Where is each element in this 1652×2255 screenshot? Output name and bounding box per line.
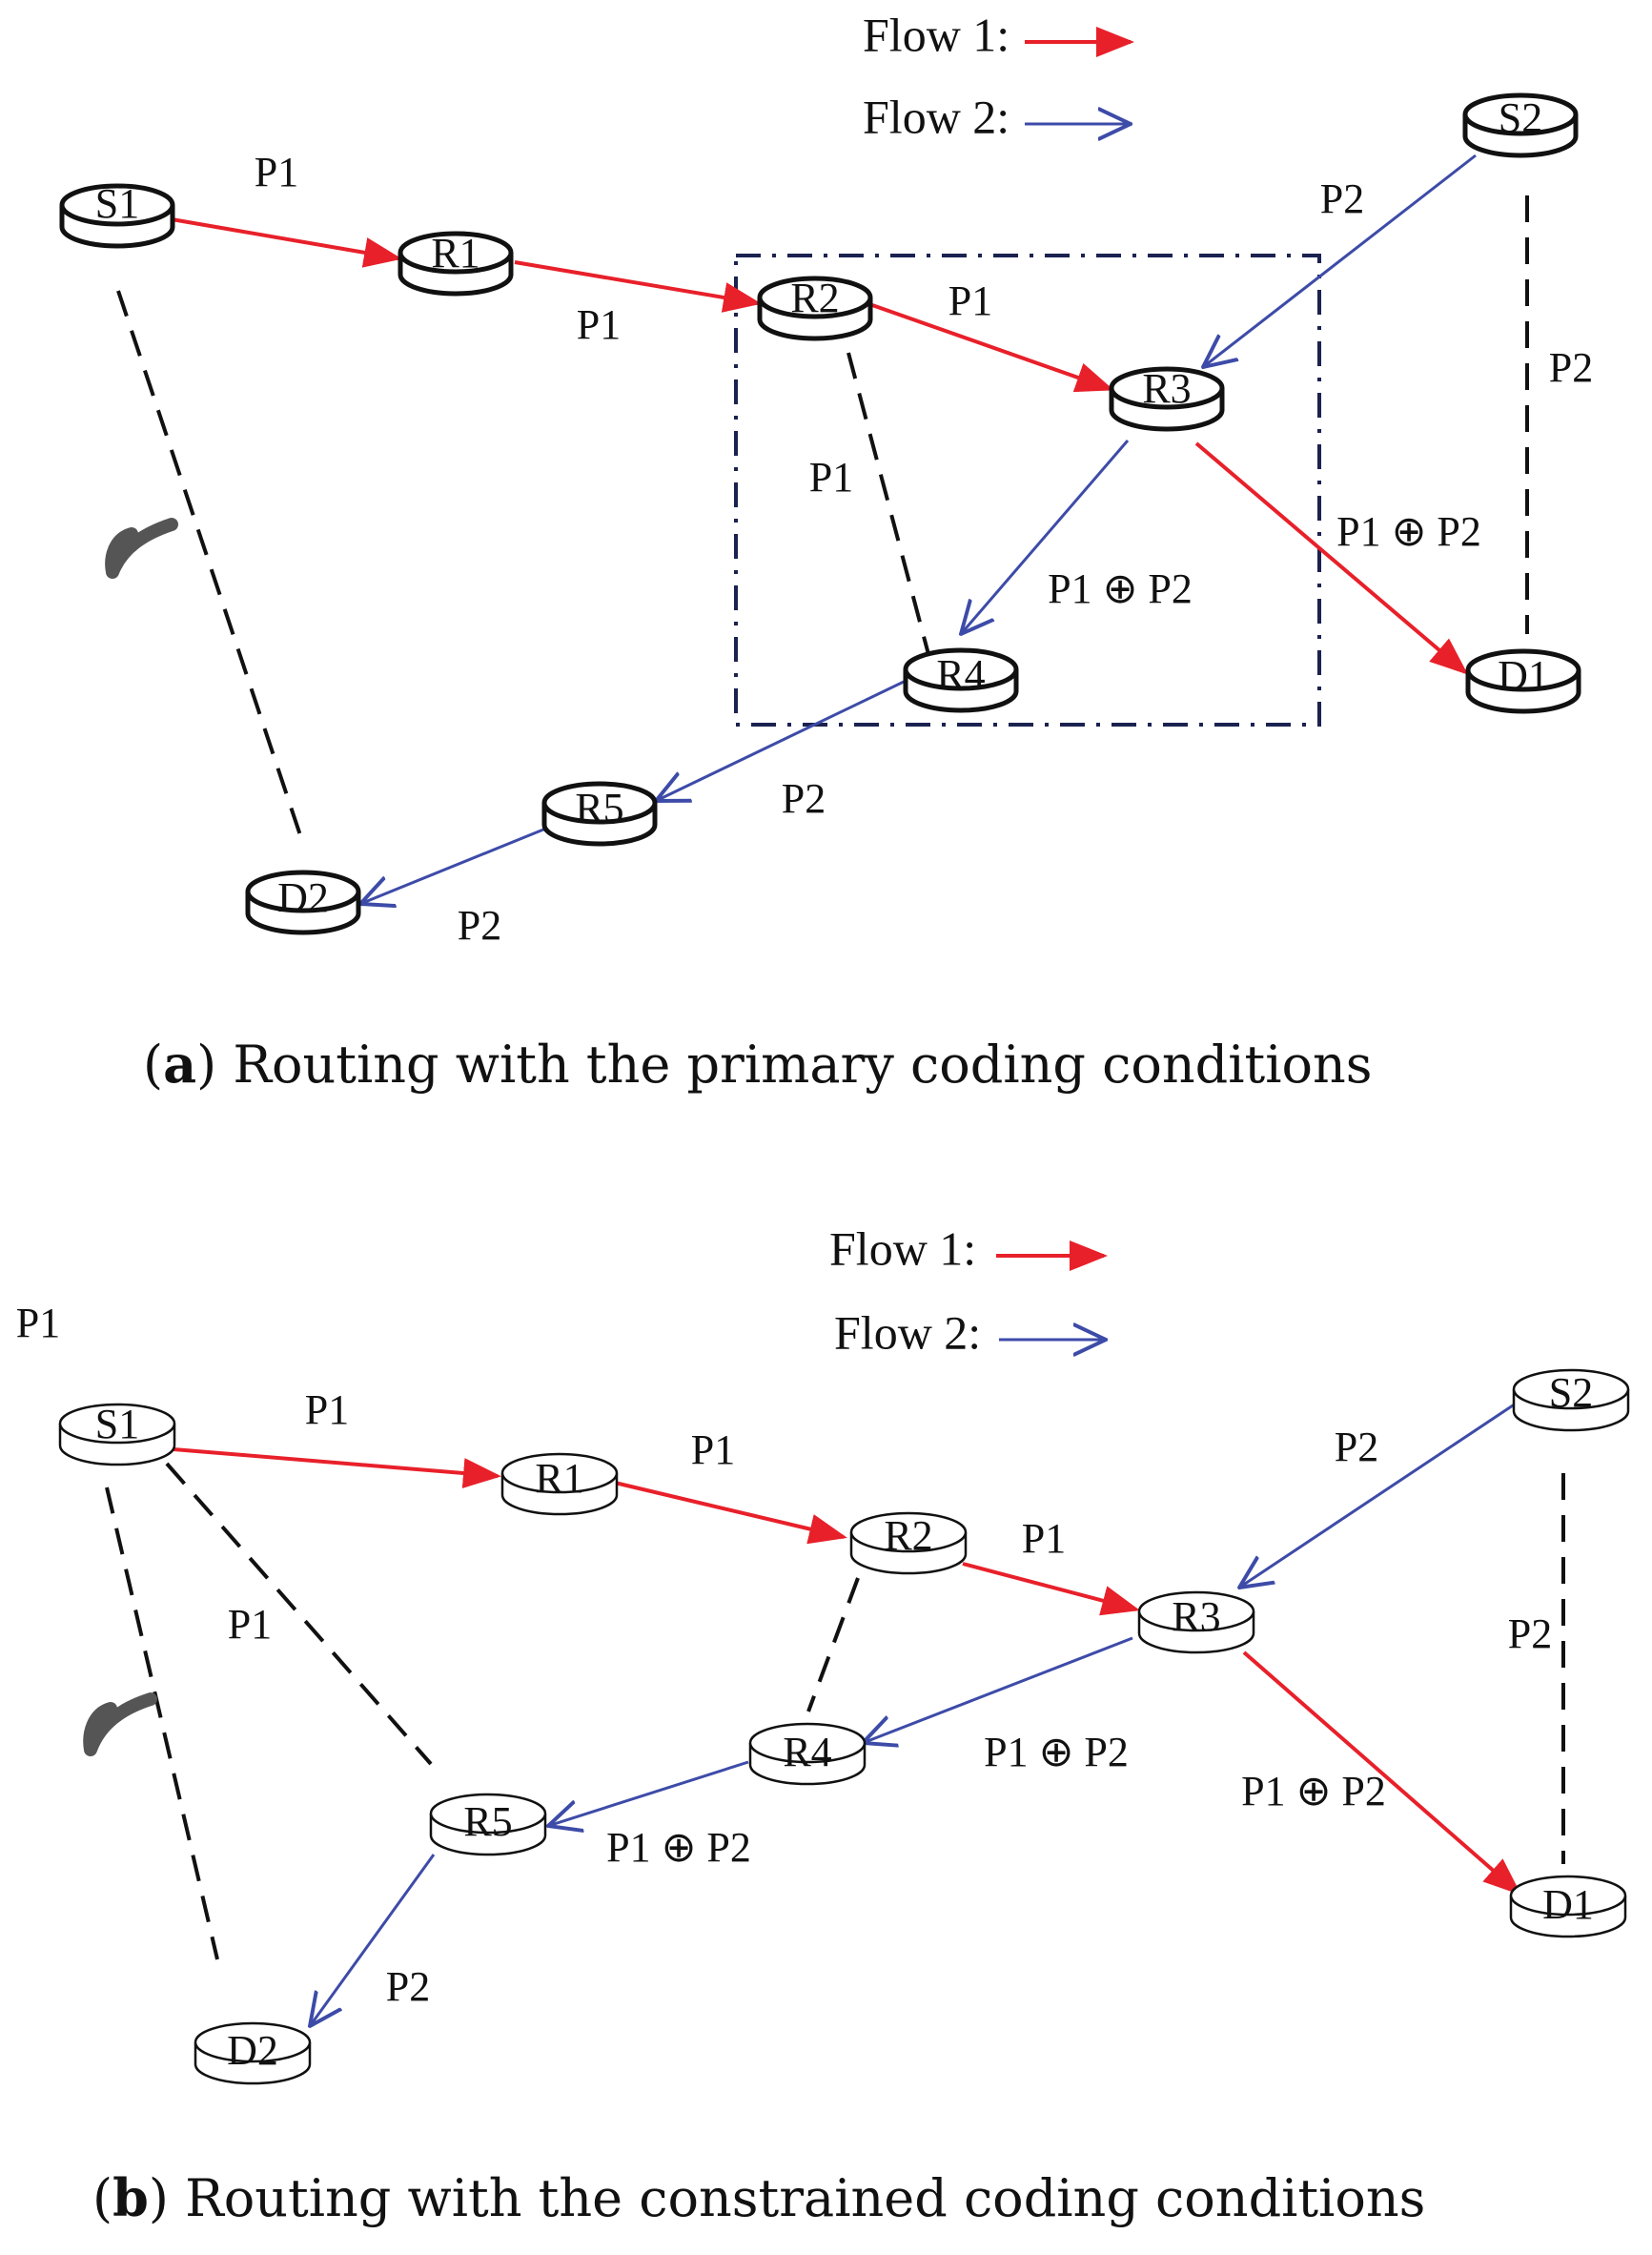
edge-s1-r1 bbox=[173, 1447, 501, 1488]
edge-label-r5-d2: P2 bbox=[386, 1963, 430, 2010]
node-d1: D1 bbox=[1465, 648, 1581, 714]
caption-a-text: Routing with the primary coding conditio… bbox=[216, 1035, 1372, 1095]
edge-label-r2-r3: P1 bbox=[1022, 1515, 1066, 1562]
edge-r1-r2 bbox=[614, 1481, 847, 1545]
node-label: S2 bbox=[1499, 94, 1542, 141]
caption-b-tag: b bbox=[112, 2167, 149, 2228]
node-s1: S1 bbox=[59, 180, 175, 249]
edge-label-r1-r2: P1 bbox=[691, 1426, 735, 1473]
failed-link-marker bbox=[83, 1692, 157, 1756]
node-r5: R5 bbox=[429, 1793, 547, 1856]
legend-flow2-label: Flow 2: bbox=[834, 1305, 981, 1359]
node-label: R4 bbox=[783, 1729, 831, 1775]
legend-flow1-label: Flow 1: bbox=[863, 8, 1010, 61]
edge-label-r3-r4: P1 ⊕ P2 bbox=[984, 1729, 1129, 1775]
node-s2: S2 bbox=[1462, 92, 1579, 158]
edge-label-s1-r1: P1 bbox=[305, 1386, 349, 1433]
node-label: R2 bbox=[884, 1512, 932, 1559]
node-r4: R4 bbox=[903, 647, 1019, 713]
node-d1: D1 bbox=[1509, 1875, 1627, 1938]
node-d2: D2 bbox=[245, 870, 361, 935]
edge-r3-d1 bbox=[1242, 1650, 1522, 1896]
node-label: R4 bbox=[936, 651, 985, 698]
edge-label-s1-r1: P1 bbox=[255, 149, 298, 195]
node-label: D1 bbox=[1542, 1881, 1594, 1928]
node-label: R1 bbox=[535, 1455, 583, 1502]
dashed-link-s1-d2 bbox=[116, 290, 305, 845]
dashed-link-s1-d2 bbox=[105, 1486, 219, 1960]
caption-b: (b) Routing with the constrained coding … bbox=[92, 2167, 1425, 2228]
node-r1: R1 bbox=[500, 1452, 619, 1516]
node-r2: R2 bbox=[849, 1511, 968, 1575]
failed-link-marker bbox=[105, 518, 178, 579]
edge-r5-d2 bbox=[310, 1854, 436, 2026]
node-s1: S1 bbox=[58, 1401, 176, 1466]
legend-flow2-label: Flow 2: bbox=[863, 90, 1010, 143]
node-label: R3 bbox=[1172, 1593, 1220, 1640]
dashed-link-s1-r5 bbox=[165, 1462, 433, 1766]
node-label: R5 bbox=[463, 1798, 512, 1845]
edge-label-r3-r4: P1 ⊕ P2 bbox=[1048, 565, 1193, 612]
edge-s2-r3 bbox=[1239, 1402, 1517, 1588]
edge-label-s1-buffer: P1 bbox=[16, 1300, 60, 1346]
edge-label-r2-r3: P1 bbox=[948, 277, 992, 324]
node-d2: D2 bbox=[194, 2021, 312, 2085]
node-label: S2 bbox=[1549, 1369, 1593, 1416]
coding-region-box bbox=[734, 254, 1321, 727]
node-label: R2 bbox=[790, 275, 839, 321]
caption-a-tag: a bbox=[163, 1034, 196, 1095]
edge-r3-r4 bbox=[961, 440, 1130, 634]
edge-r1-r2 bbox=[514, 260, 762, 313]
dashed-link-r2-r4 bbox=[806, 1577, 860, 1712]
node-label: R5 bbox=[575, 785, 623, 831]
edge-r4-r5 bbox=[548, 1760, 749, 1826]
legend-flow1-label: Flow 1: bbox=[829, 1221, 976, 1275]
node-r4: R4 bbox=[748, 1722, 867, 1786]
legend-b: Flow 1: Flow 2: bbox=[829, 1221, 1108, 1359]
node-label: R1 bbox=[431, 230, 479, 277]
edge-label-r5-d2: P2 bbox=[458, 902, 501, 949]
edge-label-s1-r5: P1 bbox=[228, 1601, 272, 1648]
edge-s1-r1 bbox=[171, 217, 402, 268]
edge-s2-r3 bbox=[1203, 154, 1477, 367]
edge-r4-r5 bbox=[656, 680, 905, 801]
edge-label-r1-r2: P1 bbox=[577, 301, 621, 348]
edge-r2-r3 bbox=[871, 303, 1114, 393]
node-label: D2 bbox=[227, 2027, 278, 2074]
edge-label-s2-d1: P2 bbox=[1508, 1610, 1552, 1657]
node-r3: R3 bbox=[1109, 365, 1225, 432]
node-r1: R1 bbox=[398, 230, 514, 297]
node-r5: R5 bbox=[541, 781, 658, 847]
caption-a: (a) Routing with the primary coding cond… bbox=[143, 1034, 1372, 1095]
node-r2: R2 bbox=[757, 275, 873, 341]
dashed-link-r2-r4 bbox=[846, 352, 931, 659]
edge-r3-r4 bbox=[863, 1636, 1133, 1743]
node-label: S1 bbox=[95, 1401, 139, 1447]
node-label: S1 bbox=[95, 180, 139, 227]
edge-label-s2-r3: P2 bbox=[1335, 1424, 1378, 1470]
edge-label-s2-d1: P2 bbox=[1549, 344, 1593, 391]
node-s2: S2 bbox=[1512, 1368, 1630, 1432]
caption-b-text: Routing with the constrained coding cond… bbox=[169, 2168, 1425, 2228]
node-label: R3 bbox=[1142, 365, 1191, 412]
node-r3: R3 bbox=[1137, 1590, 1255, 1654]
edge-label-r2-r4: P1 bbox=[809, 454, 853, 501]
edge-label-r3-d1: P1 ⊕ P2 bbox=[1241, 1768, 1386, 1814]
edge-label-s2-r3: P2 bbox=[1320, 175, 1364, 222]
diagram-a: Flow 1: Flow 2: P1 P1 P1 P1 P2 P2 P1 ⊕ P… bbox=[59, 8, 1593, 1095]
node-label: D1 bbox=[1498, 652, 1549, 699]
edge-label-r4-r5: P1 ⊕ P2 bbox=[606, 1824, 751, 1871]
edge-r2-r3 bbox=[962, 1562, 1140, 1616]
edge-label-r3-d1: P1 ⊕ P2 bbox=[1336, 508, 1481, 555]
diagram-b: Flow 1: Flow 2: P1 P1 P1 P1 P1 P2 P2 P1 … bbox=[16, 1221, 1630, 2228]
edge-label-r4-r5: P2 bbox=[782, 775, 826, 822]
node-label: D2 bbox=[277, 874, 329, 921]
edge-r5-d2 bbox=[360, 826, 549, 904]
edge-r3-d1 bbox=[1194, 441, 1469, 675]
legend-a: Flow 1: Flow 2: bbox=[863, 8, 1134, 143]
